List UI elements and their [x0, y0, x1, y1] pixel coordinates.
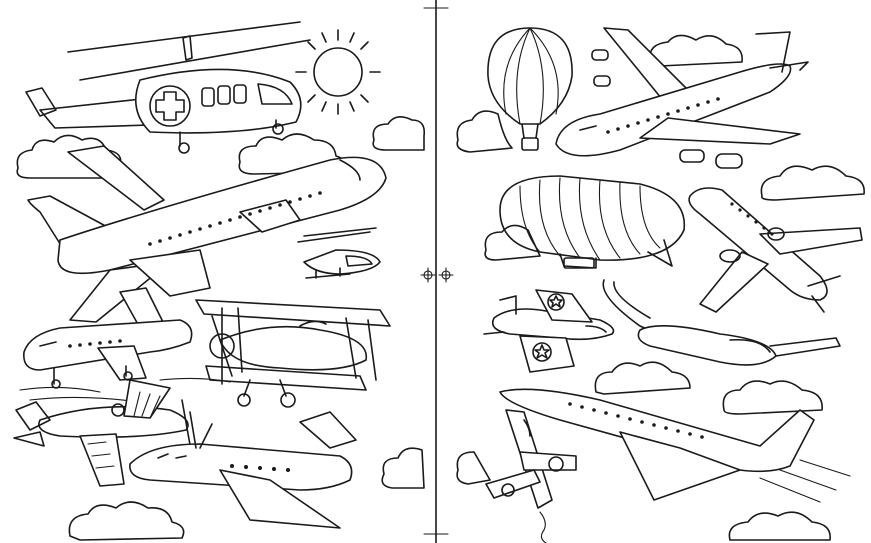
- jet-airliner: [555, 27, 809, 169]
- fighter-jet: [483, 289, 615, 373]
- registration-mark-icon: [438, 267, 454, 283]
- glider: [602, 279, 841, 366]
- cloud: [760, 165, 865, 201]
- cloud: [68, 501, 185, 541]
- airship: [499, 175, 686, 269]
- cloud: [456, 451, 491, 485]
- turboprop: [129, 411, 357, 529]
- supersonic-airliner: [499, 388, 851, 503]
- small-helicopter: [297, 227, 381, 279]
- cloud: [238, 133, 347, 175]
- diving-jet: [688, 187, 863, 313]
- rescue-helicopter: [25, 21, 311, 154]
- cloud: [381, 447, 425, 489]
- cloud: [722, 380, 823, 415]
- biplane: [195, 299, 391, 408]
- cloud: [648, 34, 743, 67]
- cloud: [484, 224, 541, 261]
- sun: [295, 29, 381, 115]
- cloud: [456, 110, 513, 153]
- striped-fighter: [13, 379, 193, 487]
- gutter: [423, 0, 449, 543]
- cloud: [728, 511, 831, 541]
- business-jet: [23, 287, 193, 389]
- airliner-left: [27, 145, 387, 323]
- stunt-plane: [485, 409, 577, 543]
- hot-air-balloon: [487, 27, 573, 151]
- registration-mark-icon: [420, 267, 436, 283]
- cloud: [372, 116, 426, 151]
- speed-lines: [19, 377, 231, 403]
- cloud: [594, 361, 691, 395]
